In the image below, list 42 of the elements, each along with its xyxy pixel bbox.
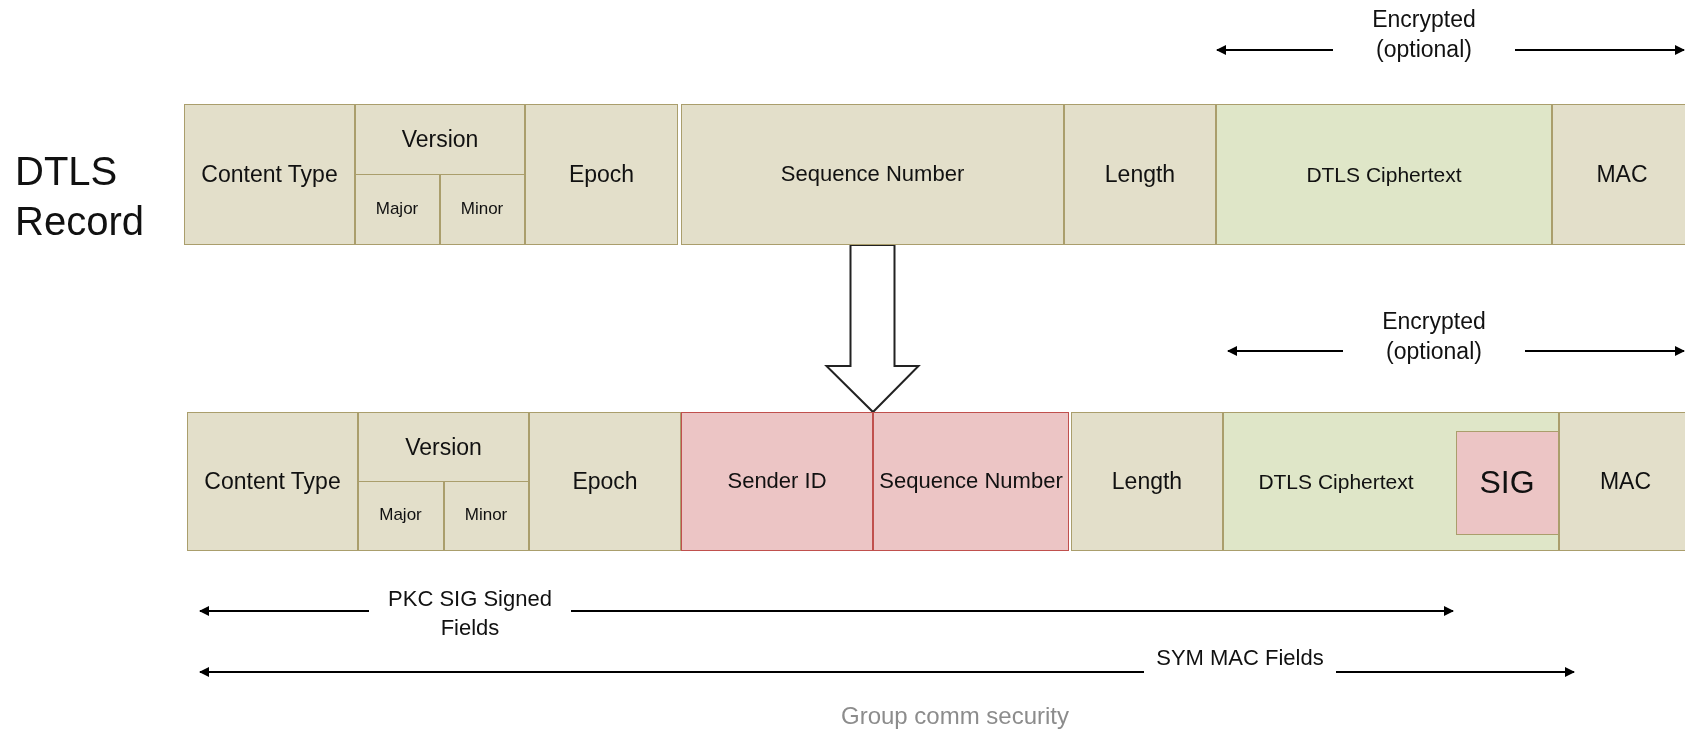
- field-box: [1559, 412, 1685, 551]
- field-label: Epoch: [572, 466, 638, 496]
- field-box: [1552, 104, 1685, 245]
- field-box: [357, 480, 444, 551]
- field-box: [681, 104, 1064, 245]
- field-box: [443, 480, 529, 551]
- field-label: MAC: [1599, 466, 1652, 496]
- field-label: Length: [1111, 466, 1183, 496]
- field-box: [873, 412, 1069, 551]
- field-label: Sender ID: [727, 467, 827, 496]
- field-box: [355, 104, 525, 245]
- field-box: [525, 104, 678, 245]
- field-label: Major: [375, 197, 419, 220]
- field-label: Version: [404, 432, 483, 462]
- field-label: Content Type: [201, 159, 338, 189]
- field-box: [529, 412, 681, 551]
- field-box: [681, 412, 873, 551]
- field-box: [187, 412, 358, 551]
- field-box: [354, 173, 440, 245]
- record-title: DTLS Record: [15, 148, 145, 245]
- field-label: Sequence Number: [780, 160, 965, 189]
- field-box: [1223, 412, 1559, 551]
- field-box: [1455, 430, 1559, 535]
- field-label: Content Type: [204, 466, 341, 496]
- field-label: Epoch: [568, 159, 635, 189]
- field-label: SIG: [1479, 462, 1535, 502]
- field-label: DTLS Ciphertext: [1258, 468, 1414, 495]
- block-arrow: [824, 244, 921, 414]
- field-label: Minor: [464, 504, 508, 527]
- field-box: [1064, 104, 1216, 245]
- field-box: [184, 104, 355, 245]
- field-box: [1071, 412, 1223, 551]
- field-label: Sequence Number: [879, 467, 1063, 496]
- field-label: DTLS Ciphertext: [1306, 161, 1462, 188]
- field-label: Length: [1104, 159, 1176, 189]
- field-box: [358, 412, 529, 551]
- field-label: MAC: [1596, 159, 1648, 189]
- field-label: Version: [400, 125, 480, 155]
- field-box: [1216, 104, 1552, 245]
- field-box: [439, 173, 525, 245]
- field-label: Minor: [460, 197, 504, 220]
- field-label: Major: [379, 504, 422, 527]
